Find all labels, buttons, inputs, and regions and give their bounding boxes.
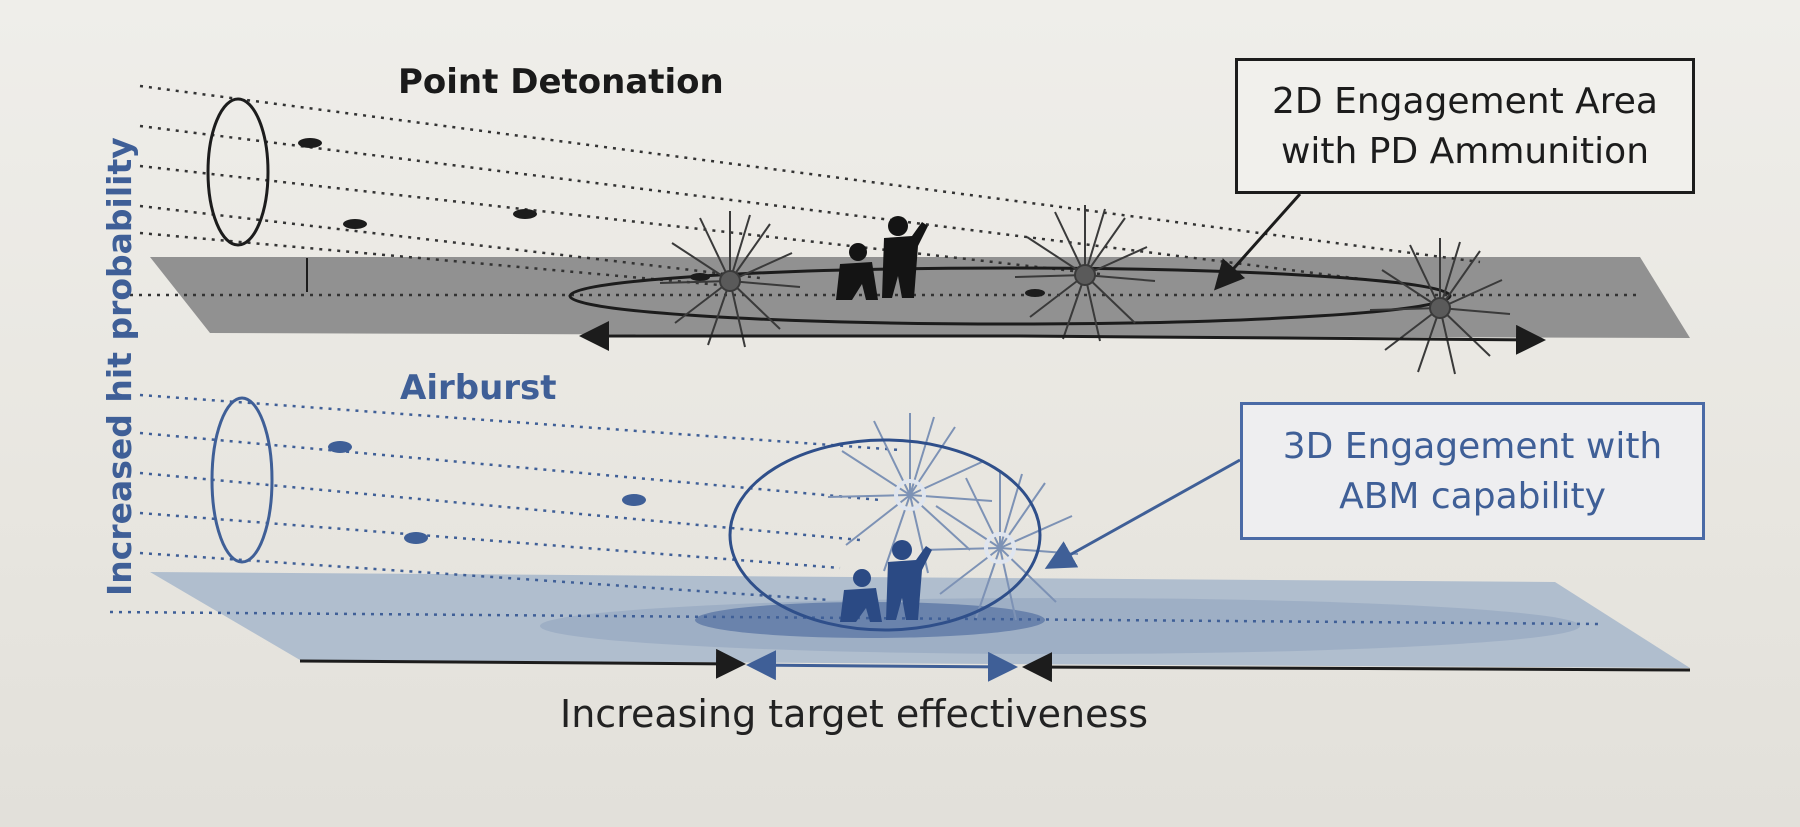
- starburst-explosion-icon: [659, 205, 1511, 375]
- pd-trajectory-lines: [130, 84, 1640, 297]
- effect-arrow-left-black: [299, 648, 746, 679]
- ab-dispersion-ellipse: [210, 396, 274, 564]
- pd-effect-arrow-right: [1019, 324, 1546, 355]
- abm-engagement-callout-box: 3D Engagement with ABM capability: [1240, 402, 1705, 540]
- ab-trajectory-lines: [109, 393, 1601, 626]
- pd-callout-line2: with PD Ammunition: [1280, 131, 1650, 172]
- pd-engagement-area-ellipse: [568, 266, 1452, 326]
- abm-callout-line2: ABM capability: [1339, 476, 1606, 517]
- ab-projectiles: [328, 441, 646, 544]
- effect-arrow-right-black: [1022, 652, 1691, 683]
- ab-callout-pointer: [1044, 458, 1241, 569]
- y-axis-label: Increased hit probability: [100, 137, 139, 596]
- ab-3d-engagement-volume: [728, 438, 1042, 632]
- soldier-silhouette-icon: [836, 216, 928, 300]
- abm-callout-line1: 3D Engagement with: [1282, 426, 1663, 467]
- ab-soldier-silhouette-icon: [840, 540, 932, 622]
- pd-callout-line1: 2D Engagement Area: [1272, 81, 1658, 122]
- point-detonation-title: Point Detonation: [398, 62, 724, 102]
- pd-engagement-callout-box: 2D Engagement Area with PD Ammunition: [1235, 58, 1695, 194]
- effect-arrow-blue-right: [869, 651, 1018, 682]
- effect-arrow-blue-left: [746, 650, 871, 681]
- x-axis-label: Increasing target effectiveness: [560, 692, 1149, 736]
- airburst-explosion-icon: [827, 413, 1079, 621]
- pd-callout-pointer: [1214, 193, 1302, 291]
- airburst-title: Airburst: [400, 368, 557, 408]
- ab-ground-shadow-wide: [540, 598, 1580, 654]
- pd-dispersion-ellipse: [206, 97, 270, 247]
